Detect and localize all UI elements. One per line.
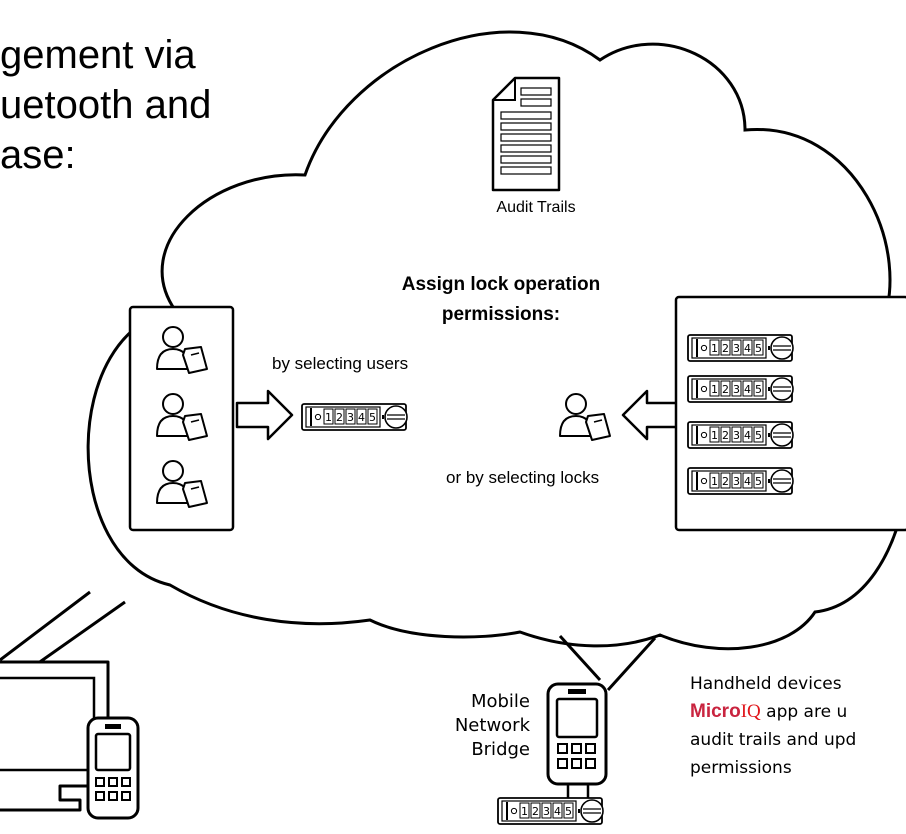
heading-line-3: ase: <box>0 133 76 177</box>
arrow-right-icon <box>235 389 294 441</box>
keypad-lock-icon <box>497 797 604 825</box>
heading-line-2: uetooth and <box>0 83 212 127</box>
handheld-line-4: permissions <box>690 758 792 778</box>
bridge-label-line-1: Mobile <box>470 691 530 712</box>
keypad-lock-icon <box>687 334 794 362</box>
arrow-left-icon <box>621 389 680 441</box>
handheld-line-2-rest: app are u <box>760 702 848 722</box>
handheld-line-3: audit trails and upd <box>690 730 857 750</box>
document-icon <box>491 76 561 192</box>
brand-micro: Micro <box>690 701 741 722</box>
assign-title-line-1: Assign lock operation <box>401 274 601 295</box>
handheld-line-1: Handheld devices <box>690 674 842 694</box>
by-selecting-users-label: by selecting users <box>272 354 409 373</box>
by-selecting-locks-label: or by selecting locks <box>446 468 600 487</box>
bridge-label-line-3: Bridge <box>471 739 530 760</box>
mobile-phone-icon <box>86 716 140 820</box>
heading-line-1: gement via <box>0 33 196 77</box>
keypad-lock-icon <box>687 375 794 403</box>
keypad-lock-icon <box>301 403 408 431</box>
bridge-label-line-2: Network <box>454 715 530 736</box>
audit-trails-label: Audit Trails <box>496 199 576 216</box>
brand-iq: IQ <box>740 701 761 722</box>
locks-panel <box>674 295 906 532</box>
handheld-line-2: MicroIQ app are u <box>690 698 847 726</box>
mobile-phone-icon <box>546 682 608 786</box>
cloud-tail-right <box>558 634 657 692</box>
keypad-lock-icon <box>687 467 794 495</box>
keypad-lock-icon <box>687 421 794 449</box>
assign-title-line-2: permissions: <box>441 304 561 325</box>
bridge-connector <box>566 784 590 798</box>
